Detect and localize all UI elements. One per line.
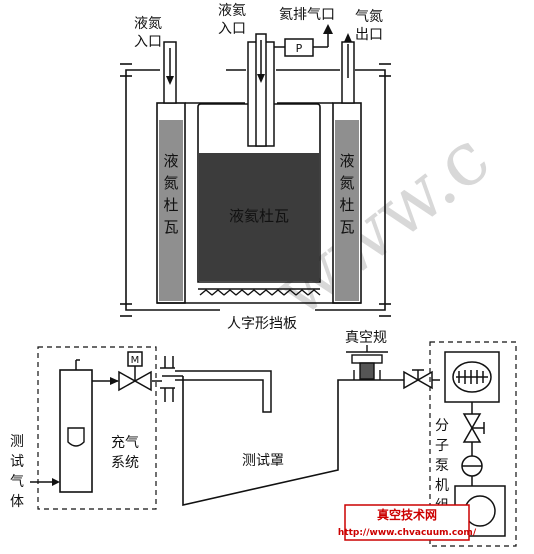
lhe-dewar-label: 液氦杜瓦 [229, 207, 289, 225]
ln-dewar-right-char-4: 瓦 [339, 218, 354, 236]
test-hood-label: 测试罩 [242, 453, 284, 469]
molecular-pump-char-3: 泵 [435, 458, 449, 474]
test-gas-char-1: 测 [10, 434, 24, 450]
chevron-baffle-label: 人字形挡板 [227, 316, 297, 332]
charging-system-label-line2: 系统 [111, 455, 139, 471]
outer-vacuum-chamber [120, 63, 391, 317]
badge-url[interactable]: http://www.chvacuum.com/ [338, 528, 477, 538]
ln-dewar-right-char-3: 杜 [339, 196, 354, 214]
source-badge[interactable]: 真空技术网 http://www.chvacuum.com/ [338, 504, 477, 541]
cylinder-to-valve-arrow [110, 377, 119, 385]
molecular-pump-box [429, 341, 517, 547]
ln-inlet-pipe-left [163, 41, 177, 104]
he-exhaust-label: 氦排气口 [279, 7, 335, 23]
vacuum-gauge [346, 345, 388, 380]
ln-dewar-left-char-2: 氮 [163, 174, 178, 192]
test-gas-arrow [52, 478, 60, 486]
test-hood [162, 375, 395, 507]
motor-valve [118, 351, 152, 392]
lhe-inlet-label-line2: 入口 [218, 21, 246, 37]
molecular-pump [444, 351, 500, 403]
lhe-inlet-label-line1: 液氦 [218, 3, 246, 19]
n-outlet-pipe [341, 41, 355, 104]
lhe-liquid [199, 153, 319, 281]
ln-dewar-left [156, 102, 186, 304]
test-gas-char-2: 试 [10, 454, 24, 470]
ln-inlet-label-line1: 液氮 [134, 16, 162, 32]
molecular-pump-char-2: 子 [435, 438, 449, 454]
he-exhaust-line [274, 33, 329, 48]
ln-dewar-left-char-4: 瓦 [163, 218, 178, 236]
chevron-baffle [198, 288, 321, 296]
n-outlet-arrow [344, 33, 352, 42]
n-outlet-label-line2: 出口 [355, 27, 383, 43]
pump-check-symbol [461, 455, 483, 477]
n-outlet-label-line1: 气氮 [355, 9, 383, 25]
pressure-gauge [284, 38, 314, 57]
ln-dewar-left-char-1: 液 [163, 152, 178, 170]
lhe-inlet-arrow [257, 74, 265, 83]
test-gas-char-3: 气 [10, 474, 24, 490]
test-gas-char-4: 体 [10, 494, 24, 510]
badge-title: 真空技术网 [377, 507, 437, 522]
ln-dewar-right-char-1: 液 [339, 152, 354, 170]
charging-system-label-line1: 充气 [111, 435, 139, 451]
ln-inlet-label-line2: 入口 [134, 34, 162, 50]
lhe-inlet-pipe [247, 33, 275, 147]
ln-dewar-right-char-2: 氮 [339, 174, 354, 192]
ln-dewar-left-char-3: 杜 [163, 196, 178, 214]
vacuum-gauge-label: 真空规 [345, 330, 387, 346]
ln-inlet-arrow [166, 76, 174, 85]
gas-feed-pipe [160, 356, 272, 413]
pressure-gauge-symbol: P [296, 42, 303, 55]
pump-valve [462, 413, 485, 443]
isolation-valve [403, 369, 433, 390]
gas-cylinder [59, 369, 93, 493]
charging-system-box [37, 346, 157, 510]
molecular-pump-char-4: 机 [435, 478, 449, 494]
he-exhaust-arrow [323, 24, 333, 34]
molecular-pump-char-1: 分 [435, 418, 449, 434]
lhe-dewar [197, 103, 321, 283]
motor-symbol: M [131, 355, 140, 366]
